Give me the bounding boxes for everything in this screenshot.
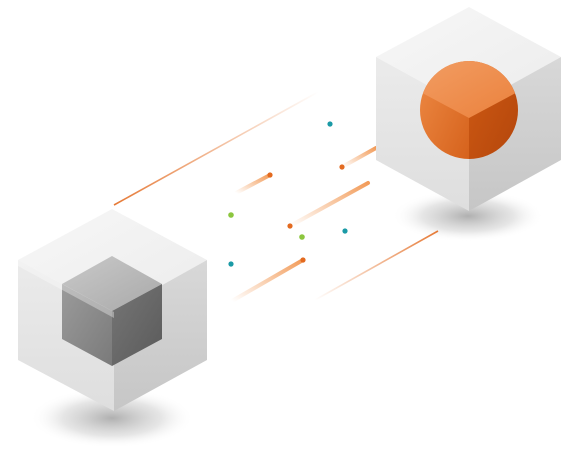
streak-2-head xyxy=(339,164,345,170)
data-streaks xyxy=(230,146,378,303)
streak-4 xyxy=(230,258,305,303)
connection-line-upper xyxy=(113,91,319,206)
gray-core-top xyxy=(62,256,162,311)
teal-dot-2 xyxy=(342,228,348,234)
connection-line-lower xyxy=(314,230,439,301)
streak-2 xyxy=(340,146,378,169)
gray-core-left xyxy=(62,284,112,366)
particle-dots xyxy=(228,121,348,267)
streak-1 xyxy=(234,173,272,195)
source-cube-shadow xyxy=(30,388,194,448)
gray-core-right xyxy=(112,284,162,366)
gray-core-cube-icon xyxy=(18,209,207,411)
streak-3-head xyxy=(287,223,293,229)
teal-dot-1 xyxy=(327,121,333,127)
orange-sphere-cube-icon xyxy=(376,7,561,211)
teal-dot-3 xyxy=(228,261,234,267)
streak-4-head xyxy=(300,257,306,263)
source-cube-lip xyxy=(18,260,114,318)
green-dot-2 xyxy=(299,234,305,240)
green-dot-1 xyxy=(228,212,234,218)
streak-3 xyxy=(288,181,370,228)
sphere-top-facet xyxy=(420,61,518,118)
target-cube-shadow xyxy=(392,190,544,242)
streak-1-head xyxy=(267,172,273,178)
target-cube-top xyxy=(376,7,561,108)
